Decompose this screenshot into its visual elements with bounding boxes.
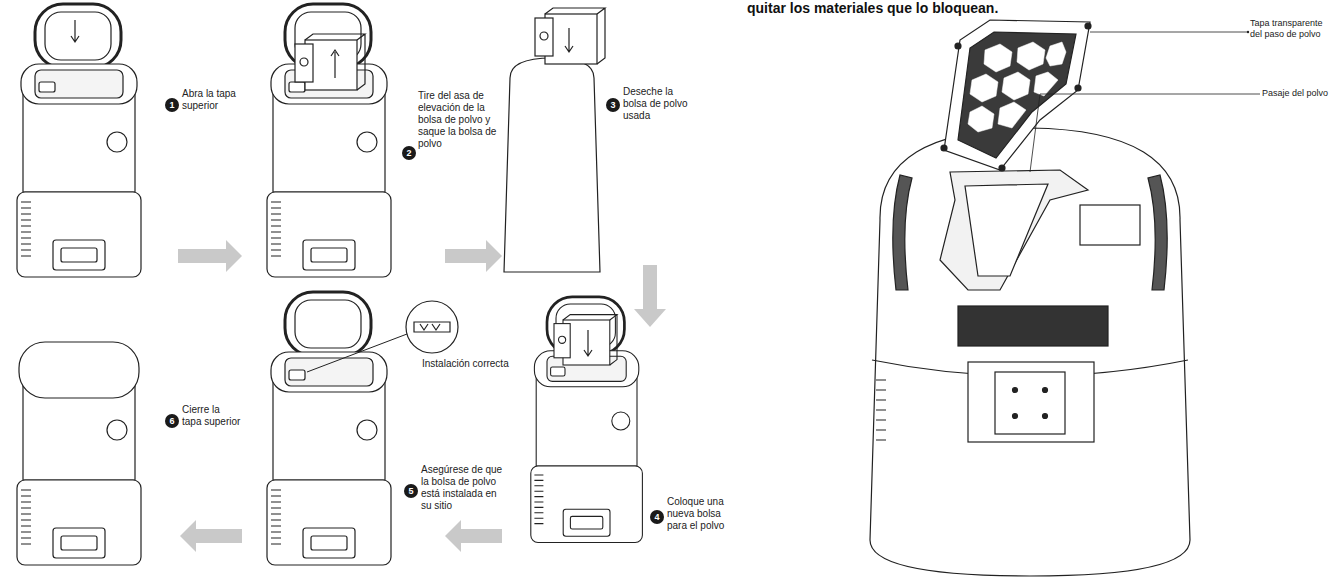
callout-number: 4 [650, 510, 664, 524]
step-caption: Asegúrese de que la bolsa de polvo está … [421, 464, 505, 512]
section-heading: quitar los materiales que lo bloquean. [747, 0, 998, 16]
callout-number: 6 [165, 414, 179, 428]
callout-number: 3 [606, 98, 620, 112]
detail-label: Instalación correcta [422, 358, 522, 370]
step-caption: Coloque una nueva bolsa para el polvo [667, 496, 737, 532]
step-caption: Tire del asa de elevación de la bolsa de… [418, 90, 510, 150]
callout-number: 2 [402, 146, 416, 160]
part-name: Pasaje del polvo [1262, 88, 1330, 99]
step-caption: Deseche la bolsa de polvo usada [623, 86, 691, 122]
step-caption: Abra la tapa superior [182, 88, 244, 112]
callout-number: 5 [404, 484, 418, 498]
callout-number: 1 [165, 98, 179, 112]
step-caption: Cierre la tapa superior [182, 404, 242, 428]
part-name: Tapa transparente del paso de polvo [1250, 18, 1330, 40]
